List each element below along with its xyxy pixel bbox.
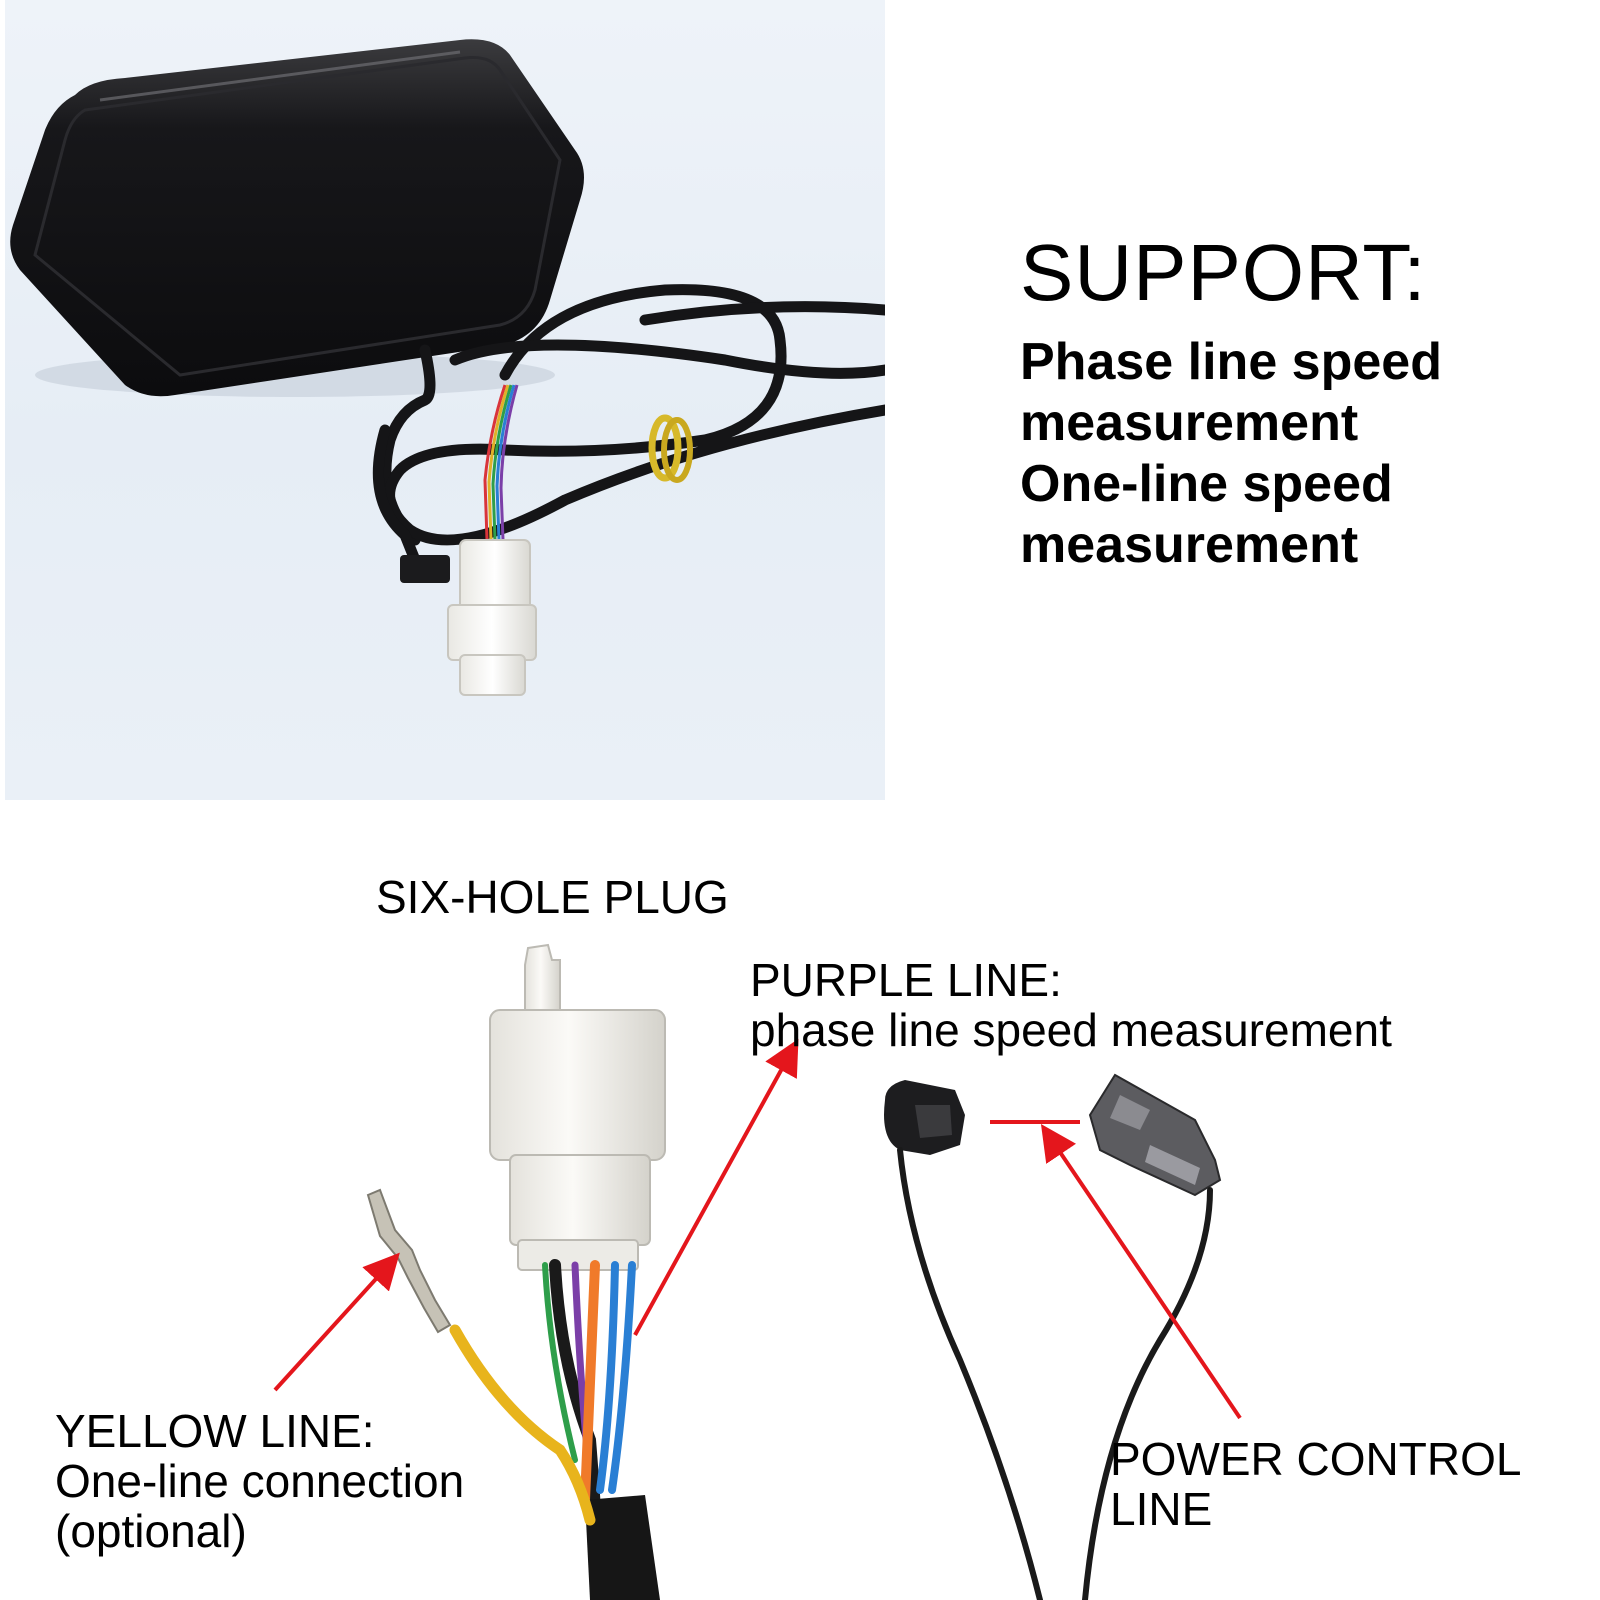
label-power-control-line: POWER CONTROL LINE	[1110, 1434, 1521, 1534]
cable-sheath	[585, 1495, 660, 1600]
wire-blue-2	[608, 1261, 636, 1494]
yellow-line-desc: One-line connection	[55, 1455, 465, 1507]
support-block: SUPPORT: Phase line speed measurement On…	[1020, 228, 1580, 576]
support-line-1: Phase line speed	[1020, 333, 1442, 391]
wire-bundle	[483, 384, 519, 541]
small-black-connector	[400, 555, 450, 583]
terminal-pin	[366, 1188, 452, 1334]
power-control-line-1: POWER CONTROL	[1110, 1433, 1522, 1485]
white-plug	[447, 539, 537, 696]
six-hole-plug	[489, 943, 666, 1271]
arrow-purple-line	[633, 1038, 799, 1336]
annotation-arrows	[273, 1038, 1242, 1420]
label-six-hole-plug: SIX-HOLE PLUG	[376, 871, 729, 923]
support-title: SUPPORT:	[1020, 228, 1427, 317]
rubber-band	[648, 414, 693, 483]
wiring-diagram	[273, 943, 1242, 1600]
display-unit-illustration	[10, 39, 885, 696]
cable-loops	[372, 284, 885, 566]
yellow-line-note: (optional)	[55, 1505, 247, 1557]
power-control-connectors	[884, 1073, 1222, 1600]
wire-orange	[580, 1260, 600, 1505]
display-body	[10, 39, 584, 397]
wire-green	[542, 1262, 578, 1463]
support-line-3: One-line speed	[1020, 455, 1393, 513]
label-yellow-line: YELLOW LINE: One-line connection (option…	[55, 1406, 464, 1556]
product-photo	[5, 0, 885, 800]
arrow-yellow-line	[273, 1252, 400, 1392]
purple-line-desc: phase line speed measurement	[750, 1004, 1392, 1056]
wire-yellow	[449, 1324, 596, 1526]
label-purple-line: PURPLE LINE: phase line speed measuremen…	[750, 955, 1392, 1055]
support-line-4: measurement	[1020, 516, 1359, 574]
power-control-line-2: LINE	[1110, 1483, 1213, 1535]
wire-blue	[596, 1261, 619, 1494]
purple-line-title: PURPLE LINE:	[750, 954, 1062, 1006]
arrow-power-control	[1040, 1124, 1242, 1420]
yellow-line-title: YELLOW LINE:	[55, 1405, 375, 1457]
support-line-2: measurement	[1020, 394, 1359, 452]
